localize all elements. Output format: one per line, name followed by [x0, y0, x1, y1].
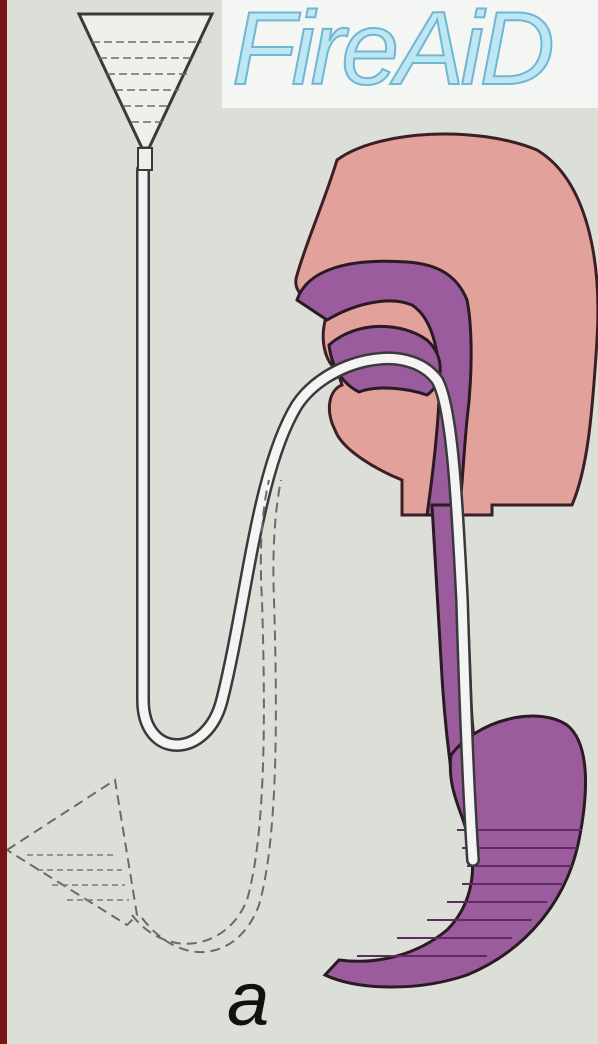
stomach — [325, 716, 586, 987]
panel-label: a — [227, 962, 269, 1038]
funnel-top — [79, 14, 212, 148]
gastric-lavage-diagram — [7, 0, 598, 1044]
funnel-connector — [138, 148, 152, 170]
illustration-frame: FireAiD — [7, 0, 598, 1044]
